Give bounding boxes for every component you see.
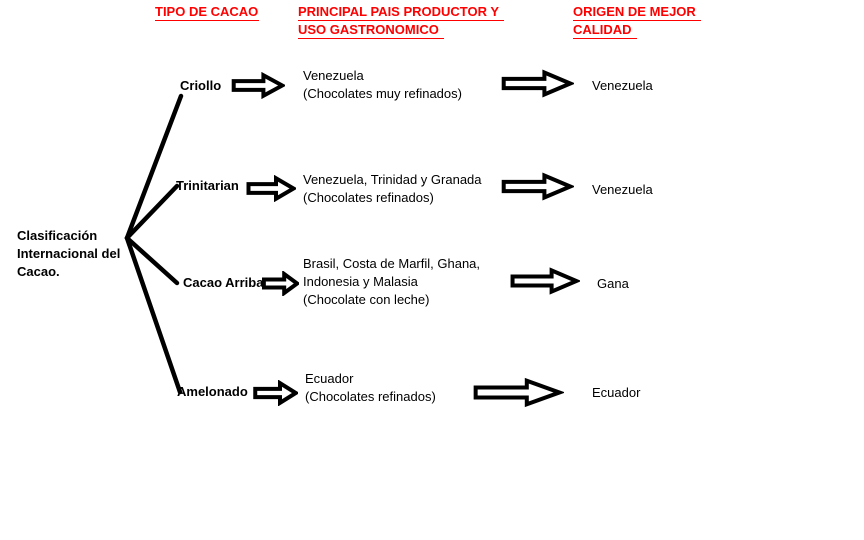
producer-line: Brasil, Costa de Marfil, Ghana, [303, 256, 481, 271]
header-principal-line2: USO GASTRONOMICO [298, 21, 444, 39]
block-arrow-right-icon [262, 271, 299, 296]
block-arrow-right-icon [246, 175, 296, 202]
header-origen-line2: CALIDAD [573, 21, 637, 39]
producer-text-trinitarian: Venezuela, Trinidad y Granada (Chocolate… [303, 171, 482, 207]
origin-text-trinitarian: Venezuela [592, 182, 653, 197]
producer-use-line: (Chocolates refinados) [303, 190, 434, 205]
producer-line: Venezuela, Trinidad y Granada [303, 172, 482, 187]
header-principal-line1: PRINCIPAL PAIS PRODUCTOR Y [298, 3, 505, 21]
root-label-line1: Clasificación [17, 228, 98, 243]
producer-text-criollo: Venezuela (Chocolates muy refinados) [303, 67, 462, 103]
origin-text-amelonado: Ecuador [592, 385, 641, 400]
block-arrow-right-icon [253, 380, 298, 406]
branch-line-criollo [124, 93, 184, 241]
producer-use-line: (Chocolates muy refinados) [303, 86, 462, 101]
block-arrow-right-icon [500, 69, 574, 98]
header-tipo-de-cacao: TIPO DE CACAO [155, 3, 260, 21]
origin-text-cacao-arriba: Gana [597, 276, 629, 291]
block-arrow-right-icon [509, 267, 580, 295]
producer-use-line: (Chocolates refinados) [305, 389, 436, 404]
producer-line: Indonesia y Malasia [303, 274, 418, 289]
producer-text-cacao-arriba: Brasil, Costa de Marfil, Ghana, Indonesi… [303, 255, 480, 309]
origin-text-criollo: Venezuela [592, 78, 653, 93]
producer-use-line: (Chocolate con leche) [303, 292, 430, 307]
producer-line: Ecuador [305, 371, 354, 386]
producer-text-amelonado: Ecuador (Chocolates refinados) [305, 370, 436, 406]
type-label-criollo: Criollo [180, 78, 222, 93]
root-label: Clasificación Internacional del Cacao. [17, 227, 120, 281]
producer-line: Venezuela [303, 68, 364, 83]
branch-line-trinitarian [124, 183, 180, 241]
root-label-line3: Cacao. [17, 264, 60, 279]
block-arrow-right-icon [500, 172, 574, 201]
type-label-cacao-arriba: Cacao Arriba [183, 275, 264, 290]
branch-line-amelonado [124, 235, 183, 395]
block-arrow-right-icon [471, 377, 564, 408]
type-label-trinitarian: Trinitarian [176, 178, 239, 193]
header-principal-pais: PRINCIPAL PAIS PRODUCTOR Y USO GASTRONOM… [298, 3, 505, 39]
branch-line-cacao-arriba [124, 235, 180, 286]
root-label-line2: Internacional del [17, 246, 121, 261]
block-arrow-right-icon [231, 72, 285, 99]
header-origen-mejor-calidad: ORIGEN DE MEJOR CALIDAD [573, 3, 701, 39]
type-label-amelonado: Amelonado [177, 384, 248, 399]
header-tipo-de-cacao-text: TIPO DE CACAO [155, 4, 260, 21]
header-origen-line1: ORIGEN DE MEJOR [573, 3, 701, 21]
